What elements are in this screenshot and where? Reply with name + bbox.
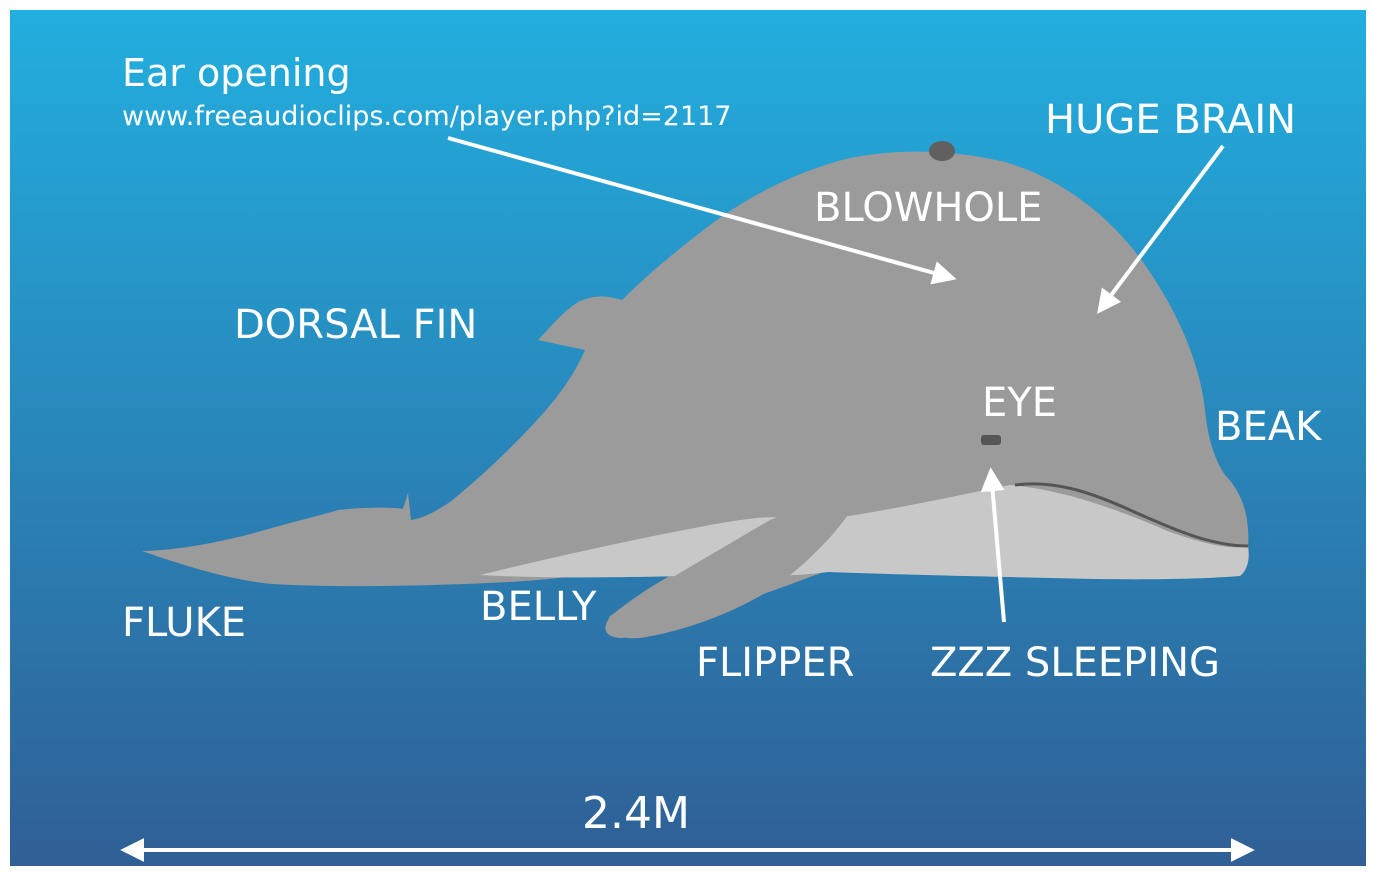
ear-opening-label: Ear opening — [122, 51, 351, 95]
fluke-label: FLUKE — [122, 600, 246, 646]
dolphin-eye — [981, 435, 1001, 445]
blowhole-label: BLOWHOLE — [814, 185, 1042, 231]
zzz-sleeping-label: ZZZ SLEEPING — [930, 640, 1220, 686]
belly-label: BELLY — [480, 584, 597, 630]
huge-brain-label: HUGE BRAIN — [1045, 97, 1296, 143]
eye-label: EYE — [982, 380, 1057, 426]
dolphin-diagram: Ear opening www.freeaudioclips.com/playe… — [10, 10, 1366, 866]
dolphin-blowhole — [929, 141, 955, 161]
dorsal-fin-label: DORSAL FIN — [234, 302, 477, 348]
length-label: 2.4M — [582, 788, 690, 839]
ear-opening-url: www.freeaudioclips.com/player.php?id=211… — [122, 101, 731, 132]
diagram-frame: Ear opening www.freeaudioclips.com/playe… — [10, 10, 1366, 866]
flipper-label: FLIPPER — [696, 640, 854, 686]
beak-label: BEAK — [1215, 404, 1323, 450]
